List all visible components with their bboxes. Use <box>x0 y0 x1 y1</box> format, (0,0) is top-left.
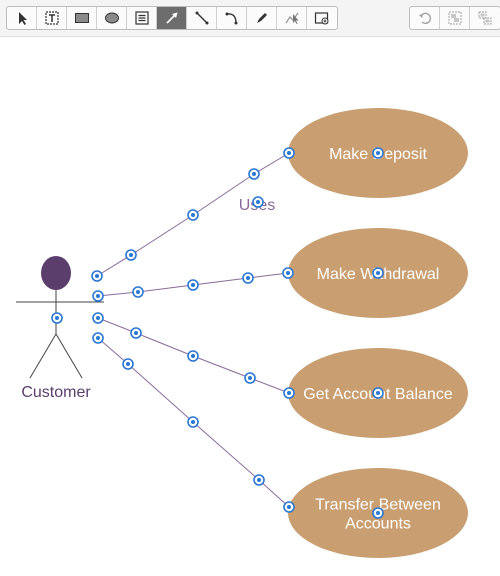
polyline-icon <box>284 12 299 24</box>
connector-2-handle-3-dot <box>191 283 195 287</box>
arc-icon <box>225 12 237 25</box>
connector-3-handle-2-dot <box>134 331 138 335</box>
uses-label-handle-dot <box>256 200 260 204</box>
use-case-center-handle-1-dot <box>376 151 380 155</box>
select-pointer-icon <box>18 12 27 25</box>
arrange-tools-group <box>409 6 500 30</box>
use-case-center-handle-2-dot <box>376 271 380 275</box>
connector-2-handle-5-dot <box>286 271 290 275</box>
connector-1-handle-1-dot <box>95 274 99 278</box>
insert-image-icon <box>314 12 329 25</box>
arrow-connector-tool-button[interactable] <box>157 7 187 29</box>
connector-4-handle-3-dot <box>191 420 195 424</box>
text-box-icon <box>44 11 59 25</box>
use-case-center-handle-4-dot <box>376 511 380 515</box>
line-tool-button[interactable] <box>187 7 217 29</box>
connector-4-handle-2-dot <box>126 362 130 366</box>
rotate-tool-button[interactable] <box>410 7 440 29</box>
connector-1-handle-4-dot <box>252 172 256 176</box>
ungroup-icon <box>478 11 492 25</box>
drawing-toolbar <box>0 0 500 37</box>
ellipse-tool-button[interactable] <box>97 7 127 29</box>
connector-3-handle-5-dot <box>287 391 291 395</box>
arc-tool-button[interactable] <box>217 7 247 29</box>
actor-left-leg <box>29 333 57 379</box>
ungroup-tool-button[interactable] <box>470 7 500 29</box>
ellipse-icon <box>104 12 119 24</box>
list-box-tool-button[interactable] <box>127 7 157 29</box>
group-tool-button[interactable] <box>440 7 470 29</box>
group-icon <box>448 11 461 25</box>
line-icon <box>195 11 208 25</box>
pen-icon <box>256 12 267 23</box>
text-box-tool-button[interactable] <box>37 7 67 29</box>
connector-1-handle-2-dot <box>129 253 133 257</box>
arrow-connector-icon <box>165 12 177 24</box>
insert-image-tool-button[interactable] <box>307 7 337 29</box>
pen-tool-button[interactable] <box>247 7 277 29</box>
actor-head[interactable] <box>41 256 71 290</box>
rotate-icon <box>418 12 431 24</box>
connector-1-handle-5-dot <box>287 151 291 155</box>
use-case-label-line: Transfer Between <box>315 497 441 514</box>
connector-3-handle-4-dot <box>248 376 252 380</box>
connector-2-handle-2-dot <box>136 290 140 294</box>
actor-label: Customer <box>21 384 91 401</box>
polyline-tool-button[interactable] <box>277 7 307 29</box>
connector-2-handle-4-dot <box>246 276 250 280</box>
connector-3-handle-3-dot <box>191 354 195 358</box>
actor-right-leg <box>55 333 83 379</box>
select-pointer-tool-button[interactable] <box>7 7 37 29</box>
use-case-center-handle-3-dot <box>376 391 380 395</box>
actor-center-handle-dot <box>55 316 59 320</box>
rectangle-tool-button[interactable] <box>67 7 97 29</box>
connector-4-handle-5-dot <box>287 505 291 509</box>
rectangle-icon <box>74 13 89 23</box>
use-case-label-line: Accounts <box>345 516 411 533</box>
connector-4-handle-4-dot <box>257 478 261 482</box>
connector-3-handle-1-dot <box>96 316 100 320</box>
drawing-tools-group <box>6 6 338 30</box>
list-box-icon <box>134 11 149 25</box>
connector-1-handle-3-dot <box>191 213 195 217</box>
connector-2-handle-1-dot <box>96 294 100 298</box>
connector-4-handle-1-dot <box>96 336 100 340</box>
